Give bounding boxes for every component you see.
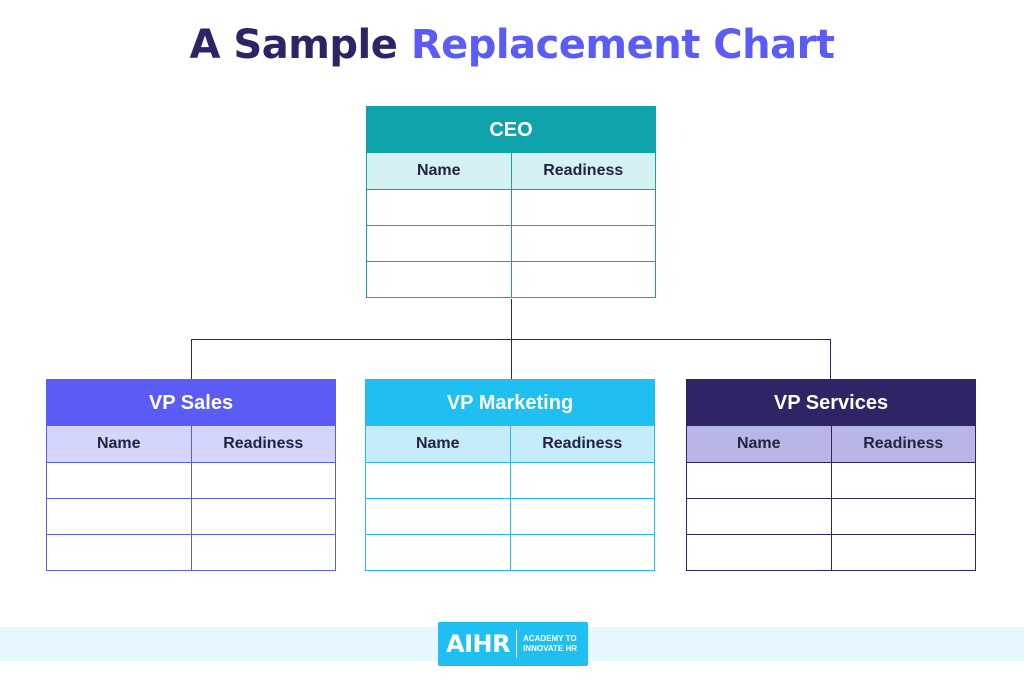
logo-tagline: ACADEMY TO INNOVATE HR <box>523 634 585 654</box>
vp-sales-name-column-header: Name <box>96 435 141 452</box>
readiness-cell <box>830 499 976 534</box>
ceo-readiness-column-header: Readiness <box>510 153 656 189</box>
name-cell <box>367 190 511 225</box>
name-cell <box>687 535 831 570</box>
vp-sales-box: VP Sales Name Readiness <box>46 379 336 571</box>
readiness-cell <box>830 535 976 570</box>
name-cell <box>366 535 510 570</box>
vp-sales-header-row: Name Readiness <box>47 426 335 462</box>
readiness-cell <box>509 499 655 534</box>
readiness-cell <box>190 535 336 570</box>
ceo-candidate-row <box>367 225 655 261</box>
vp-services-candidate-row <box>687 534 975 570</box>
chart-title: A Sample Replacement Chart <box>0 22 1024 68</box>
readiness-cell <box>509 535 655 570</box>
vp-marketing-header-row: Name Readiness <box>366 426 654 462</box>
name-cell <box>366 463 510 498</box>
vp-sales-candidate-row <box>47 498 335 534</box>
logo-divider <box>516 630 518 658</box>
ceo-candidate-row <box>367 261 655 297</box>
logo-tagline-line-2: INNOVATE HR <box>523 644 578 653</box>
ceo-header-row: Name Readiness <box>367 153 655 189</box>
ceo-name-column-header: Name <box>416 162 461 179</box>
vp-marketing-candidate-row <box>366 462 654 498</box>
vp-services-candidate-row <box>687 498 975 534</box>
readiness-cell <box>510 262 656 297</box>
readiness-cell <box>509 463 655 498</box>
vp-marketing-candidate-row <box>366 534 654 570</box>
logo-wordmark: AIHR <box>446 630 511 658</box>
vp-services-candidate-row <box>687 462 975 498</box>
name-cell <box>47 535 191 570</box>
vp-marketing-readiness-column-header: Readiness <box>509 426 655 462</box>
name-cell <box>367 226 511 261</box>
vp-marketing-name-column-header: Name <box>415 435 460 452</box>
vp-marketing-candidate-row <box>366 498 654 534</box>
vp-sales-readiness-column-header: Readiness <box>190 426 336 462</box>
name-cell <box>47 499 191 534</box>
vp-services-readiness-column-header: Readiness <box>830 426 976 462</box>
readiness-cell <box>190 463 336 498</box>
name-cell <box>47 463 191 498</box>
readiness-cell <box>830 463 976 498</box>
vp-sales-box-title: VP Sales <box>47 380 335 426</box>
vp-marketing-box: VP Marketing Name Readiness <box>365 379 655 571</box>
name-cell <box>687 499 831 534</box>
vp-services-box: VP Services Name Readiness <box>686 379 976 571</box>
aihr-logo: AIHR ACADEMY TO INNOVATE HR <box>438 622 588 666</box>
ceo-candidate-row <box>367 189 655 225</box>
title-part-2: Replacement Chart <box>410 22 835 68</box>
readiness-cell <box>510 190 656 225</box>
vp-services-name-column-header: Name <box>736 435 781 452</box>
ceo-box: CEO Name Readiness <box>366 106 656 298</box>
title-part-1: A Sample <box>189 22 398 68</box>
vp-services-box-title: VP Services <box>687 380 975 426</box>
name-cell <box>367 262 511 297</box>
logo-tagline-line-1: ACADEMY TO <box>523 634 577 643</box>
readiness-cell <box>510 226 656 261</box>
vp-sales-candidate-row <box>47 534 335 570</box>
name-cell <box>366 499 510 534</box>
vp-marketing-box-title: VP Marketing <box>366 380 654 426</box>
vp-sales-candidate-row <box>47 462 335 498</box>
vp-services-header-row: Name Readiness <box>687 426 975 462</box>
readiness-cell <box>190 499 336 534</box>
name-cell <box>687 463 831 498</box>
ceo-box-title: CEO <box>367 107 655 153</box>
